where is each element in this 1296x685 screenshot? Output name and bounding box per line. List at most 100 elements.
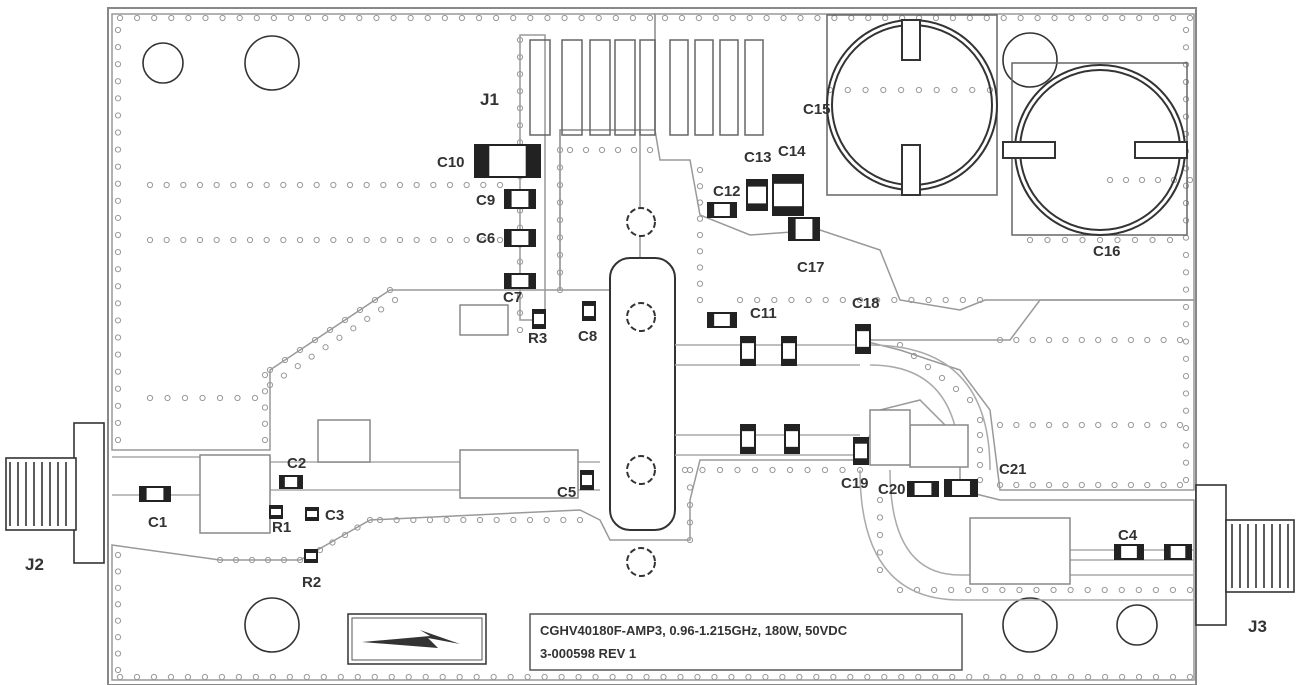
via [560, 516, 567, 524]
via [1062, 421, 1069, 429]
via [354, 524, 361, 531]
via [1182, 407, 1190, 414]
via [380, 236, 387, 244]
c2-part [279, 475, 303, 489]
via [350, 325, 357, 332]
c10-part [474, 144, 541, 178]
via [898, 86, 905, 94]
via [797, 14, 804, 22]
via [261, 404, 269, 411]
via [196, 236, 204, 244]
c21-part [944, 479, 978, 497]
via [876, 566, 884, 574]
via [969, 86, 976, 94]
via [263, 181, 270, 189]
label-c2: C2 [287, 455, 306, 472]
via [699, 466, 706, 474]
logo-mark [347, 613, 487, 665]
via [1176, 336, 1184, 344]
via [294, 363, 301, 370]
via [1144, 336, 1151, 344]
via [114, 385, 122, 392]
label-c20: C20 [878, 481, 906, 498]
via [114, 419, 122, 427]
via [1051, 14, 1058, 22]
via [253, 14, 260, 22]
via [146, 236, 154, 244]
via [805, 296, 812, 304]
via [746, 14, 753, 22]
via [646, 146, 654, 154]
label-c1: C1 [148, 514, 167, 531]
via [712, 14, 719, 22]
via [114, 317, 122, 324]
via [1029, 336, 1036, 344]
via [496, 236, 504, 244]
via [230, 181, 237, 189]
label-c7: C7 [503, 289, 522, 306]
via [219, 14, 226, 22]
via [199, 394, 206, 402]
c8-part [582, 301, 596, 321]
via [114, 283, 122, 290]
via [114, 402, 122, 409]
via [493, 516, 500, 524]
via [114, 351, 122, 358]
via [924, 363, 932, 371]
label-r1: R1 [272, 519, 291, 536]
via-field [114, 14, 1194, 681]
via [446, 181, 454, 189]
via [413, 181, 420, 189]
via [822, 296, 829, 304]
via [496, 181, 504, 189]
via [424, 14, 431, 22]
via [933, 86, 940, 94]
via [463, 236, 470, 244]
via [678, 14, 686, 22]
via [1050, 586, 1057, 594]
via [261, 420, 269, 427]
c4-part [1114, 544, 1144, 560]
via [246, 236, 254, 244]
via [1182, 61, 1190, 68]
via [185, 14, 192, 22]
via [1078, 421, 1085, 429]
via [373, 14, 380, 22]
via [1000, 14, 1007, 22]
via [1182, 26, 1190, 34]
via [396, 236, 404, 244]
c-shunt-1 [740, 336, 756, 366]
pour-top-right [654, 13, 1195, 311]
via [1182, 355, 1190, 362]
via [1045, 336, 1053, 344]
via [356, 306, 364, 314]
c18-part [855, 324, 871, 354]
c3-part [305, 507, 319, 521]
c14-part [772, 174, 804, 216]
via [578, 14, 585, 22]
via [364, 315, 371, 322]
via [1144, 421, 1151, 429]
via [1176, 481, 1184, 489]
via [1182, 44, 1190, 51]
via [339, 14, 346, 22]
via [311, 336, 319, 344]
via [380, 181, 387, 189]
via [280, 236, 287, 244]
via [780, 14, 787, 22]
c20-part [907, 481, 939, 497]
via [612, 14, 619, 22]
via [976, 446, 984, 454]
via [261, 436, 269, 444]
via [114, 129, 122, 136]
via [1154, 176, 1162, 184]
via [751, 466, 759, 474]
via [261, 388, 269, 395]
via [1182, 442, 1190, 449]
c9-part [504, 189, 536, 209]
via [1068, 14, 1075, 22]
transistor-flange [609, 207, 676, 577]
via [925, 296, 932, 304]
label-c16: C16 [1093, 243, 1121, 260]
